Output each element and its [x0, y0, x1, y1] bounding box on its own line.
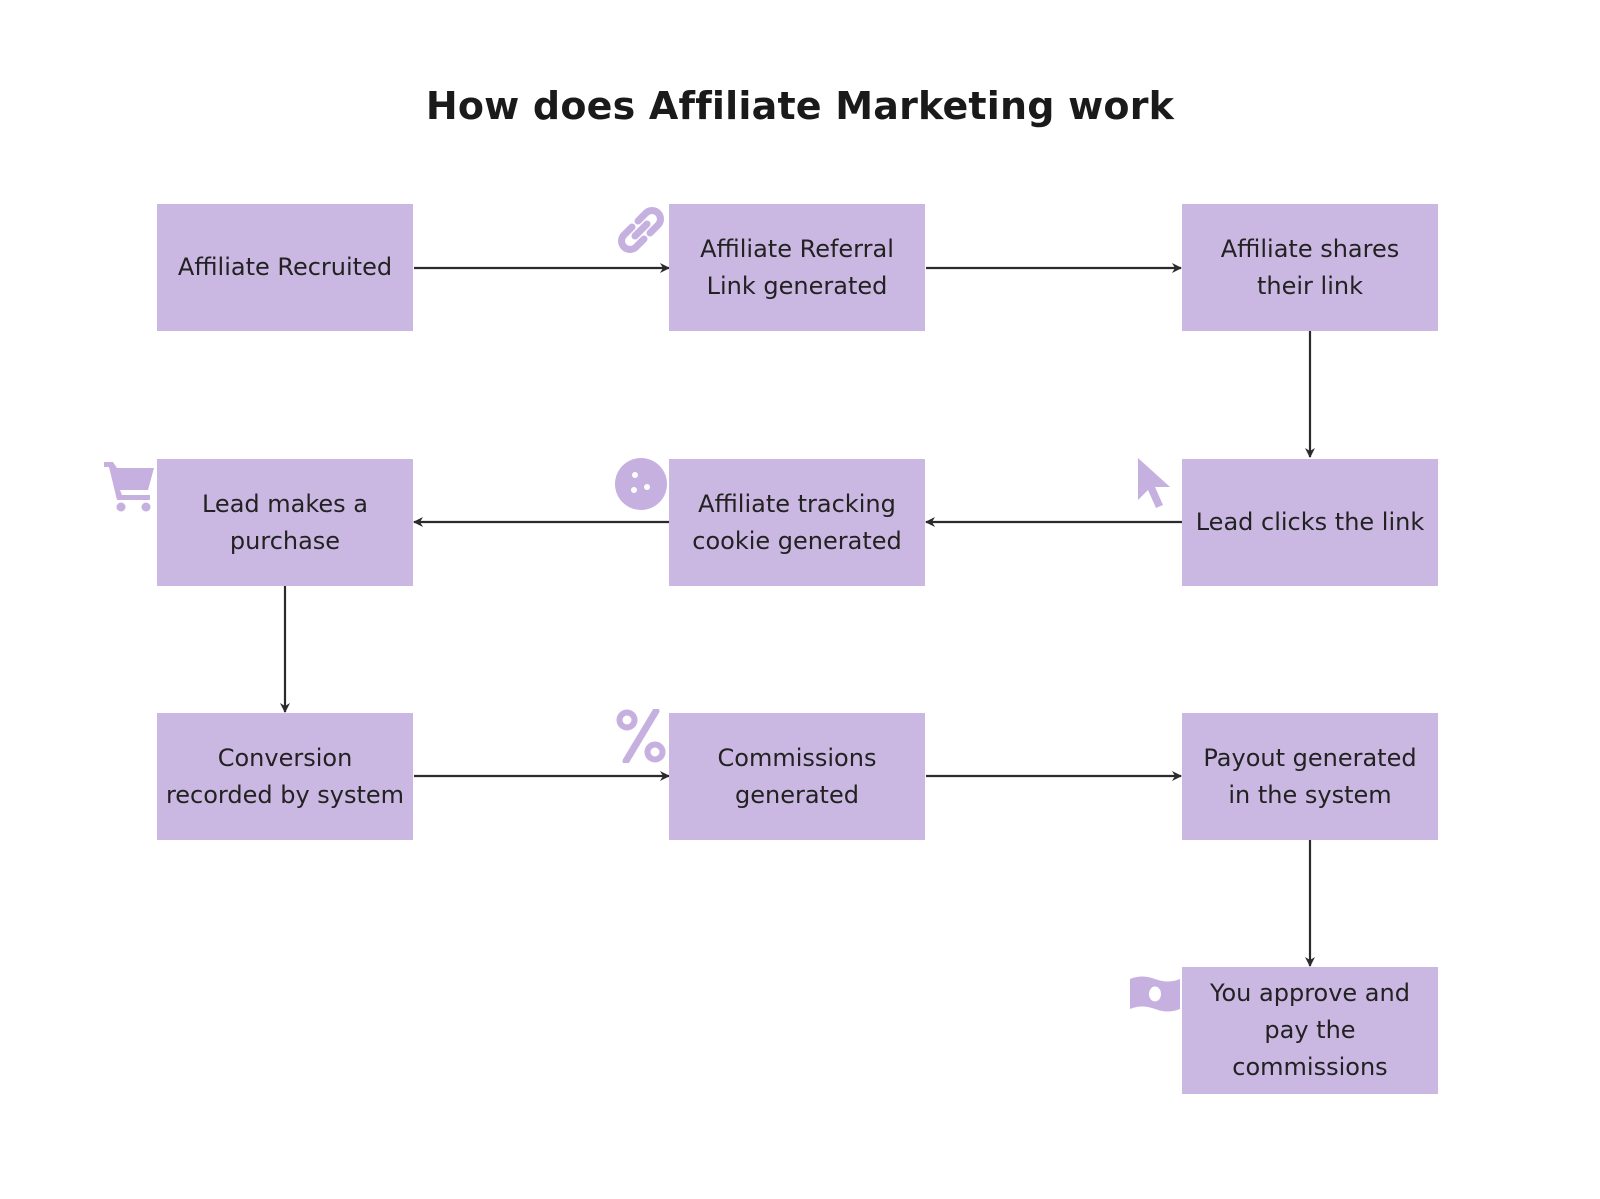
step-label: You approve and pay the commissions: [1210, 979, 1410, 1081]
step-label: Payout generated in the system: [1203, 743, 1417, 809]
link-icon: [614, 203, 668, 257]
step-affiliate-recruited: Affiliate Recruited: [157, 204, 413, 331]
cursor-icon: [1130, 456, 1184, 510]
step-affiliate-shares-link: Affiliate shares their link: [1182, 204, 1438, 331]
step-label: Lead clicks the link: [1195, 508, 1425, 536]
step-commissions-generated: Commissions generated: [669, 713, 925, 840]
step-payout-generated: Payout generated in the system: [1182, 713, 1438, 840]
cash-icon: [1128, 967, 1182, 1021]
step-approve-and-pay: You approve and pay the commissions: [1182, 967, 1438, 1094]
cookie-icon: [614, 457, 668, 511]
step-label: Commissions generated: [717, 743, 877, 809]
step-lead-makes-purchase: Lead makes a purchase: [157, 459, 413, 586]
percent-icon: [614, 709, 668, 763]
step-label: Affiliate Recruited: [177, 253, 393, 281]
step-label: Affiliate shares their link: [1220, 234, 1400, 300]
step-label: Lead makes a purchase: [201, 489, 369, 555]
step-referral-link-generated: Affiliate Referral Link generated: [669, 204, 925, 331]
step-tracking-cookie-generated: Affiliate tracking cookie generated: [669, 459, 925, 586]
step-label: Affiliate Referral Link generated: [700, 234, 894, 300]
step-lead-clicks-link: Lead clicks the link: [1182, 459, 1438, 586]
diagram-title: How does Affiliate Marketing work: [425, 84, 1175, 128]
step-conversion-recorded: Conversion recorded by system: [157, 713, 413, 840]
step-label: Conversion recorded by system: [165, 743, 405, 809]
shopping-cart-icon: [102, 458, 156, 512]
step-label: Affiliate tracking cookie generated: [692, 489, 902, 555]
